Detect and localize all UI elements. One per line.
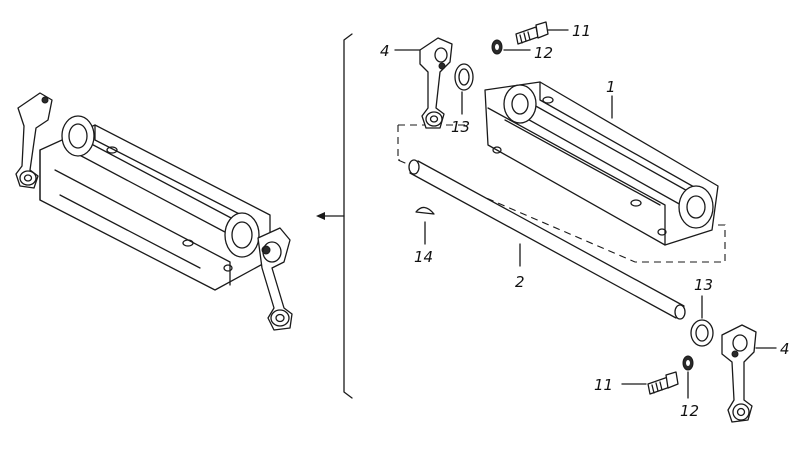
svg-text:11: 11: [572, 22, 591, 40]
callout-13-bottom: 13: [694, 276, 713, 319]
assembled-shaft-assembly: [15, 92, 293, 331]
part-12-lockwasher-top: [491, 39, 503, 55]
part-12-lockwasher-bottom: [682, 355, 694, 371]
svg-text:2: 2: [515, 273, 525, 291]
svg-text:4: 4: [380, 42, 390, 60]
arrow-head-icon: [316, 212, 325, 220]
callout-11-bottom: 11: [594, 376, 647, 394]
part-11-bolt-top: [515, 21, 549, 45]
svg-text:4: 4: [780, 340, 790, 358]
callout-14: 14: [414, 221, 433, 266]
svg-text:13: 13: [451, 118, 470, 136]
callout-11-top: 11: [547, 22, 591, 40]
part-13-washer-top: [454, 63, 474, 91]
part-4-lever-top: [419, 37, 453, 129]
callout-13-top: 13: [451, 91, 470, 136]
part-13-washer-bottom: [690, 319, 714, 347]
callout-12-top: 12: [503, 44, 553, 62]
assembly-bracket: [316, 33, 353, 399]
svg-text:12: 12: [534, 44, 553, 62]
callout-4-top: 4: [380, 42, 421, 60]
part-2-shaft: [408, 159, 686, 320]
callout-1: 1: [606, 78, 616, 119]
svg-text:11: 11: [594, 376, 613, 394]
callout-2: 2: [515, 243, 525, 291]
svg-text:12: 12: [680, 402, 699, 420]
svg-text:1: 1: [606, 78, 616, 96]
part-1-housing: [484, 81, 719, 246]
svg-text:13: 13: [694, 276, 713, 294]
part-11-bolt-bottom: [647, 371, 679, 395]
part-4-lever-bottom: [721, 324, 757, 423]
svg-text:14: 14: [414, 248, 433, 266]
callout-12-bottom: 12: [680, 371, 699, 420]
part-14-key: [415, 206, 435, 215]
callout-4-bottom: 4: [755, 340, 790, 358]
